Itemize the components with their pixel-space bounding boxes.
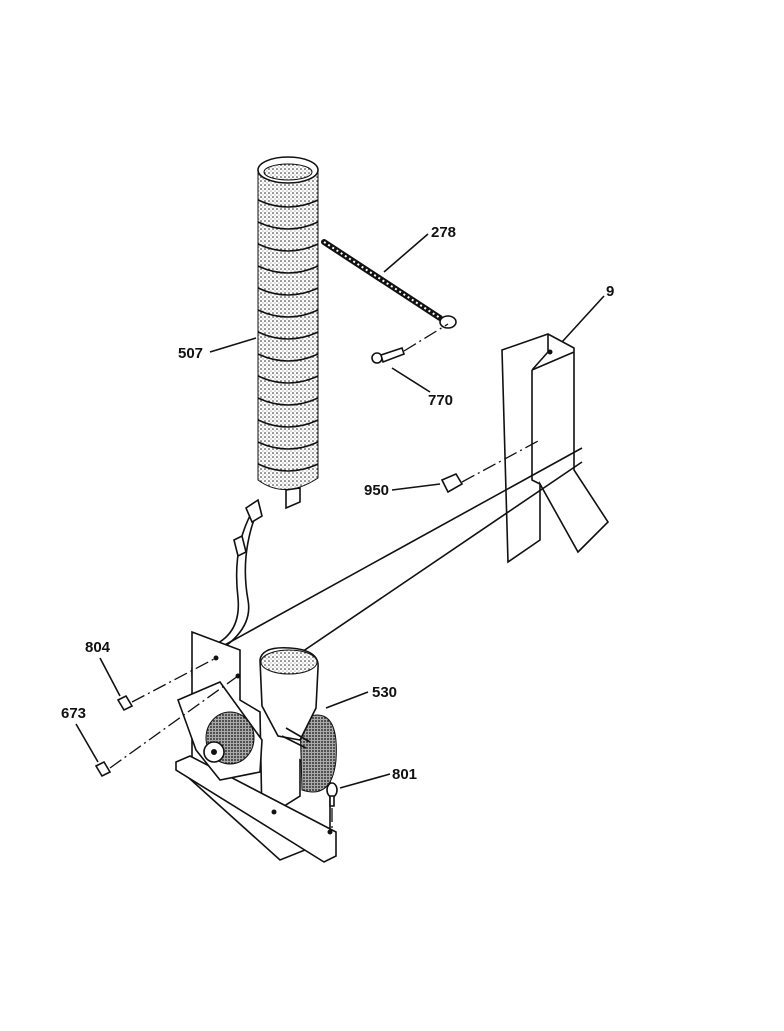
alignment-line-804: [131, 657, 217, 703]
alignment-line-lower: [289, 461, 583, 661]
clip-950-part: [440, 472, 464, 494]
leader-line-770: [391, 367, 431, 393]
leader-line-950: [391, 483, 441, 491]
screw-673-part: [94, 760, 112, 778]
cable-tie-part: [321, 239, 457, 329]
alignment-line-770: [403, 323, 449, 352]
leader-line-507: [209, 337, 257, 353]
callout-801: 801: [392, 766, 417, 783]
callout-507: 507: [178, 345, 203, 362]
wire-harness-part: [191, 498, 263, 691]
callout-9: 9: [606, 283, 614, 300]
callout-950: 950: [364, 482, 389, 499]
leader-line-278: [383, 233, 429, 273]
callout-278: 278: [431, 224, 456, 241]
callout-530: 530: [372, 684, 397, 701]
leader-line-9: [561, 295, 605, 343]
leader-line-673: [75, 723, 99, 763]
leader-line-804: [99, 657, 121, 697]
callout-804: 804: [85, 639, 111, 656]
alignment-line-950: [461, 439, 541, 483]
screw-801-part: [326, 782, 338, 807]
callout-673: 673: [61, 705, 86, 722]
callout-770: 770: [428, 392, 453, 409]
leader-line-530: [325, 691, 369, 709]
alignment-line-673: [109, 675, 239, 769]
screw-804-part: [116, 694, 134, 712]
flex-duct-hose-part: [257, 156, 319, 510]
leader-line-801: [339, 773, 391, 789]
alignment-line-upper: [211, 447, 583, 653]
screw-770-part: [371, 346, 406, 364]
duct-bracket-part: [501, 333, 610, 564]
blower-motor-assembly-part: [175, 630, 337, 863]
